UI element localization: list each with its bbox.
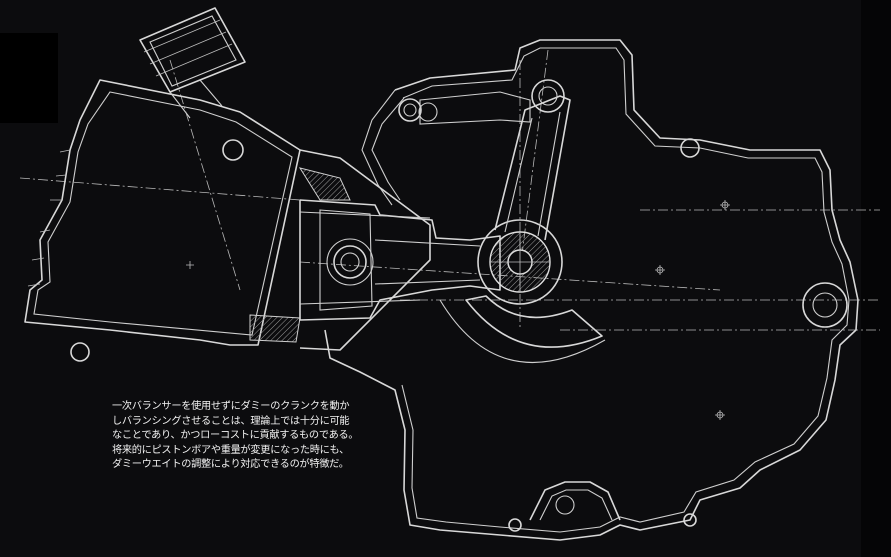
crankcase-outline	[324, 39, 859, 541]
black-block	[0, 33, 58, 123]
cylinder-block	[24, 7, 431, 351]
caption-line-4: 将来的にピストンボアや重量が変更になった時にも、	[112, 444, 349, 456]
piston-assembly	[299, 199, 501, 321]
caption-line-2: しバランシングさせることは、理論上では十分に可能	[112, 415, 350, 427]
dark-edge-strip	[861, 0, 891, 557]
caption-line-3: なことであり、かつローコストに貢献するものである。	[112, 430, 359, 442]
reference-marks	[186, 200, 730, 420]
caption-text: 一次バランサーを使用せずにダミーのクランクを動か しバランシングさせることは、理…	[112, 400, 382, 473]
caption-line-1: 一次バランサーを使用せずにダミーのクランクを動か	[112, 401, 350, 412]
caption-line-5: ダミーウエイトの調整により対応できるのが特徴だ。	[112, 459, 349, 471]
crankshaft	[418, 79, 606, 363]
